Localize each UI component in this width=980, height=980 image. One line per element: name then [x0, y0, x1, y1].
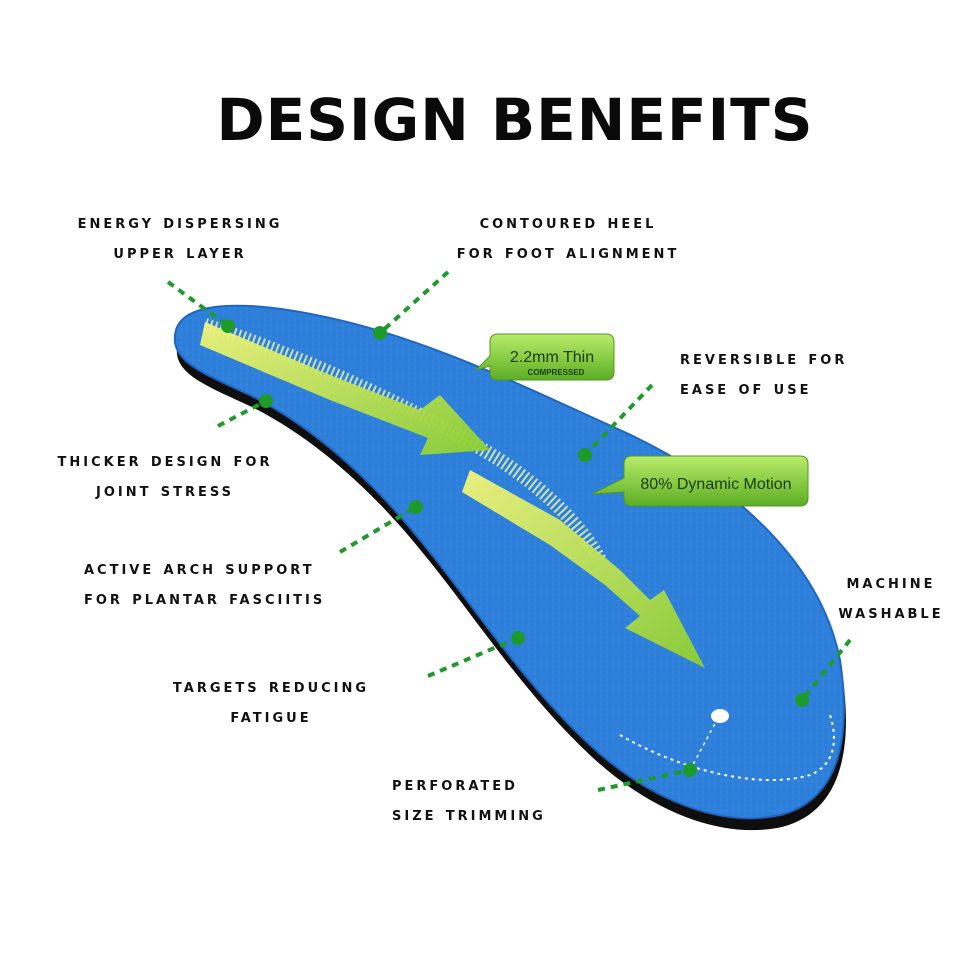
dot-reversible: [578, 448, 592, 462]
thin-badge-main: 2.2mm Thin: [510, 349, 594, 366]
callout-fatigue-line1: TARGETS REDUCING: [172, 676, 370, 697]
callout-washable-line2: WASHABLE: [838, 602, 944, 623]
callout-washable: MACHINE WASHABLE: [806, 568, 976, 628]
insole-top-layer: [173, 304, 845, 820]
callout-energy-line1: ENERGY DISPERSING: [77, 212, 283, 233]
callout-energy: ENERGY DISPERSING Upper Layer: [20, 208, 340, 268]
callout-reversible: REVERSIBLE FOR EASE OF USE: [680, 344, 970, 404]
callout-thicker-line2: JOINT STRESS: [95, 480, 234, 501]
dot-thicker: [259, 394, 273, 408]
motion-badge-main: 80% Dynamic Motion: [640, 476, 791, 493]
thin-badge-sub: COMPRESSED: [528, 368, 585, 377]
callout-trim-line2: size trimming: [392, 804, 546, 825]
callout-heel-line1: Contoured Heel: [479, 212, 657, 233]
callout-fatigue-line2: FATIGUE: [230, 706, 312, 727]
energy-arrow-upper: [200, 322, 490, 455]
callout-arch: ACTIVE ARCH SUPPORT FOR PLANTAR FASCIITI…: [84, 554, 444, 614]
leader-heel: [378, 270, 450, 335]
leader-trim: [597, 768, 691, 792]
perforated-trim-line: [619, 714, 835, 781]
dot-heel: [373, 326, 387, 340]
thin-badge: [474, 333, 615, 381]
trim-guide-line: [689, 717, 719, 771]
energy-band: [202, 318, 607, 564]
dot-energy: [221, 319, 235, 333]
leader-thicker: [217, 399, 267, 428]
page-title: DESIGN BENEFITS: [216, 86, 814, 154]
leader-reversible: [583, 383, 654, 457]
dot-fatigue: [511, 631, 525, 645]
motion-badge: [591, 455, 809, 507]
callout-arch-line2: FOR PLANTAR FASCIITIS: [84, 588, 326, 609]
callout-heel: Contoured Heel for foot alignment: [398, 208, 738, 268]
trim-hole: [711, 709, 729, 723]
callout-heel-line2: for foot alignment: [456, 242, 680, 263]
callout-reversible-line2: EASE OF USE: [680, 378, 812, 399]
callout-trim-line1: Perforated: [392, 774, 518, 795]
dot-washable: [795, 693, 809, 707]
callout-energy-line2: Upper Layer: [113, 242, 247, 263]
dot-trim: [683, 763, 697, 777]
callout-thicker-line1: THICKER DESIGN FOR: [57, 450, 273, 471]
callout-washable-line1: MACHINE: [846, 572, 936, 593]
energy-arrow-lower: [462, 470, 705, 668]
callout-reversible-line1: REVERSIBLE FOR: [680, 348, 848, 369]
leader-fatigue: [427, 636, 519, 678]
callout-arch-line1: ACTIVE ARCH SUPPORT: [84, 558, 315, 579]
callout-thicker: THICKER DESIGN FOR JOINT STRESS: [2, 446, 328, 506]
leader-arch: [338, 505, 418, 554]
dot-arch: [409, 500, 423, 514]
callout-trim: Perforated size trimming: [392, 770, 632, 830]
callout-fatigue: TARGETS REDUCING FATIGUE: [116, 672, 426, 732]
